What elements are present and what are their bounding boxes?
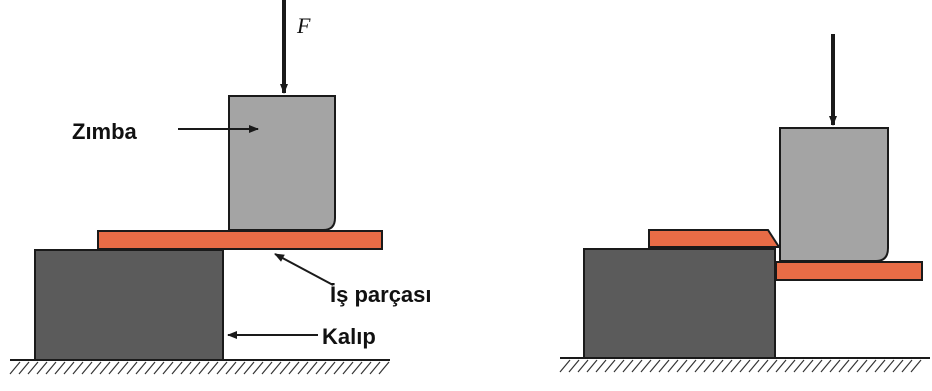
ground-hatch-line (18, 361, 30, 375)
ground-hatch-line (324, 361, 336, 375)
ground-hatch-line (99, 361, 111, 375)
ground-hatch-line (658, 359, 670, 373)
ground-hatch-line (144, 361, 156, 375)
ground-hatch-line (234, 361, 246, 375)
ground-hatch-line (162, 361, 174, 375)
ground-hatch-line (577, 359, 589, 373)
ground-hatch-line (730, 359, 742, 373)
ground-hatch-line (369, 361, 381, 375)
ground-hatch-line (856, 359, 868, 373)
ground-hatch-line (685, 359, 697, 373)
ground-hatch-line (901, 359, 913, 373)
ground-hatch-line (126, 361, 138, 375)
ground-hatch-line (90, 361, 102, 375)
ground-hatch-line (775, 359, 787, 373)
ground-hatch-line (261, 361, 273, 375)
ground-hatch-line (9, 361, 21, 375)
ground-hatch-line (802, 359, 814, 373)
ground-hatch-line (739, 359, 751, 373)
ground-hatch-line (243, 361, 255, 375)
workpiece-label: İş parçası (330, 282, 432, 307)
ground-hatch-line (63, 361, 75, 375)
workpiece-leader-arrow (274, 253, 334, 286)
ground-hatch-line (378, 361, 390, 375)
ground-hatch-line (81, 361, 93, 375)
ground-hatch-line (72, 361, 84, 375)
ground-hatch-line (712, 359, 724, 373)
die-label: Kalıp (322, 324, 376, 349)
stage-before-shearing: F Zımba İş parçası Kalıp (9, 0, 432, 375)
ground-hatch-line (703, 359, 715, 373)
ground-hatch-line (694, 359, 706, 373)
ground-hatch-line (135, 361, 147, 375)
ground-hatch-line (784, 359, 796, 373)
ground-hatch-line (36, 361, 48, 375)
ground-hatch-line (721, 359, 733, 373)
ground-hatch-line (279, 361, 291, 375)
ground-hatch-line (649, 359, 661, 373)
ground-hatch-line (847, 359, 859, 373)
ground-hatch-line (288, 361, 300, 375)
ground-hatch-line (153, 361, 165, 375)
ground-hatch-line (883, 359, 895, 373)
stage-after-shearing (559, 34, 930, 373)
ground-hatch-line (189, 361, 201, 375)
ground-hatch-line (216, 361, 228, 375)
ground-hatch-line (171, 361, 183, 375)
ground-hatch-line (306, 361, 318, 375)
workpiece-remaining-part (648, 229, 781, 248)
punch-label: Zımba (72, 119, 138, 144)
ground-hatch-line (793, 359, 805, 373)
ground-hatch-line (180, 361, 192, 375)
ground-hatch-line (360, 361, 372, 375)
force-label: F (296, 13, 311, 38)
ground-hatch-line (297, 361, 309, 375)
ground-hatch-line (595, 359, 607, 373)
ground-right (559, 357, 930, 373)
punch-block (779, 127, 889, 262)
ground-hatch-line (811, 359, 823, 373)
ground-hatch-line (820, 359, 832, 373)
ground-hatch-line (351, 361, 363, 375)
punch-block (228, 95, 336, 231)
ground-hatch-line (838, 359, 850, 373)
ground-hatch-line (676, 359, 688, 373)
workpiece-sheet (97, 230, 383, 250)
ground-hatch-line (108, 361, 120, 375)
ground-hatch-line (342, 361, 354, 375)
ground-left (9, 359, 390, 375)
ground-hatch-line (766, 359, 778, 373)
die-block (583, 248, 776, 359)
ground-hatch-line (613, 359, 625, 373)
ground-hatch-line (865, 359, 877, 373)
ground-hatch-line (559, 359, 571, 373)
ground-hatch-line (586, 359, 598, 373)
ground-hatch-line (117, 361, 129, 375)
ground-hatch-line (45, 361, 57, 375)
ground-hatch-line (568, 359, 580, 373)
ground-hatch-line (631, 359, 643, 373)
ground-hatch-line (315, 361, 327, 375)
ground-hatch-line (667, 359, 679, 373)
ground-hatch-line (748, 359, 760, 373)
ground-hatch-line (604, 359, 616, 373)
ground-hatch-line (333, 361, 345, 375)
ground-hatch-line (622, 359, 634, 373)
ground-hatch-line (252, 361, 264, 375)
ground-hatch-line (757, 359, 769, 373)
ground-hatch-line (207, 361, 219, 375)
workpiece-sheared-part (775, 261, 923, 281)
ground-hatch-line (225, 361, 237, 375)
ground-hatch-line (54, 361, 66, 375)
ground-hatch-line (910, 359, 922, 373)
ground-hatch-line (829, 359, 841, 373)
ground-hatch-line (198, 361, 210, 375)
ground-hatch-line (892, 359, 904, 373)
die-block (34, 249, 224, 361)
ground-hatch-line (27, 361, 39, 375)
ground-hatch-line (874, 359, 886, 373)
ground-hatch-line (270, 361, 282, 375)
ground-hatch-line (640, 359, 652, 373)
